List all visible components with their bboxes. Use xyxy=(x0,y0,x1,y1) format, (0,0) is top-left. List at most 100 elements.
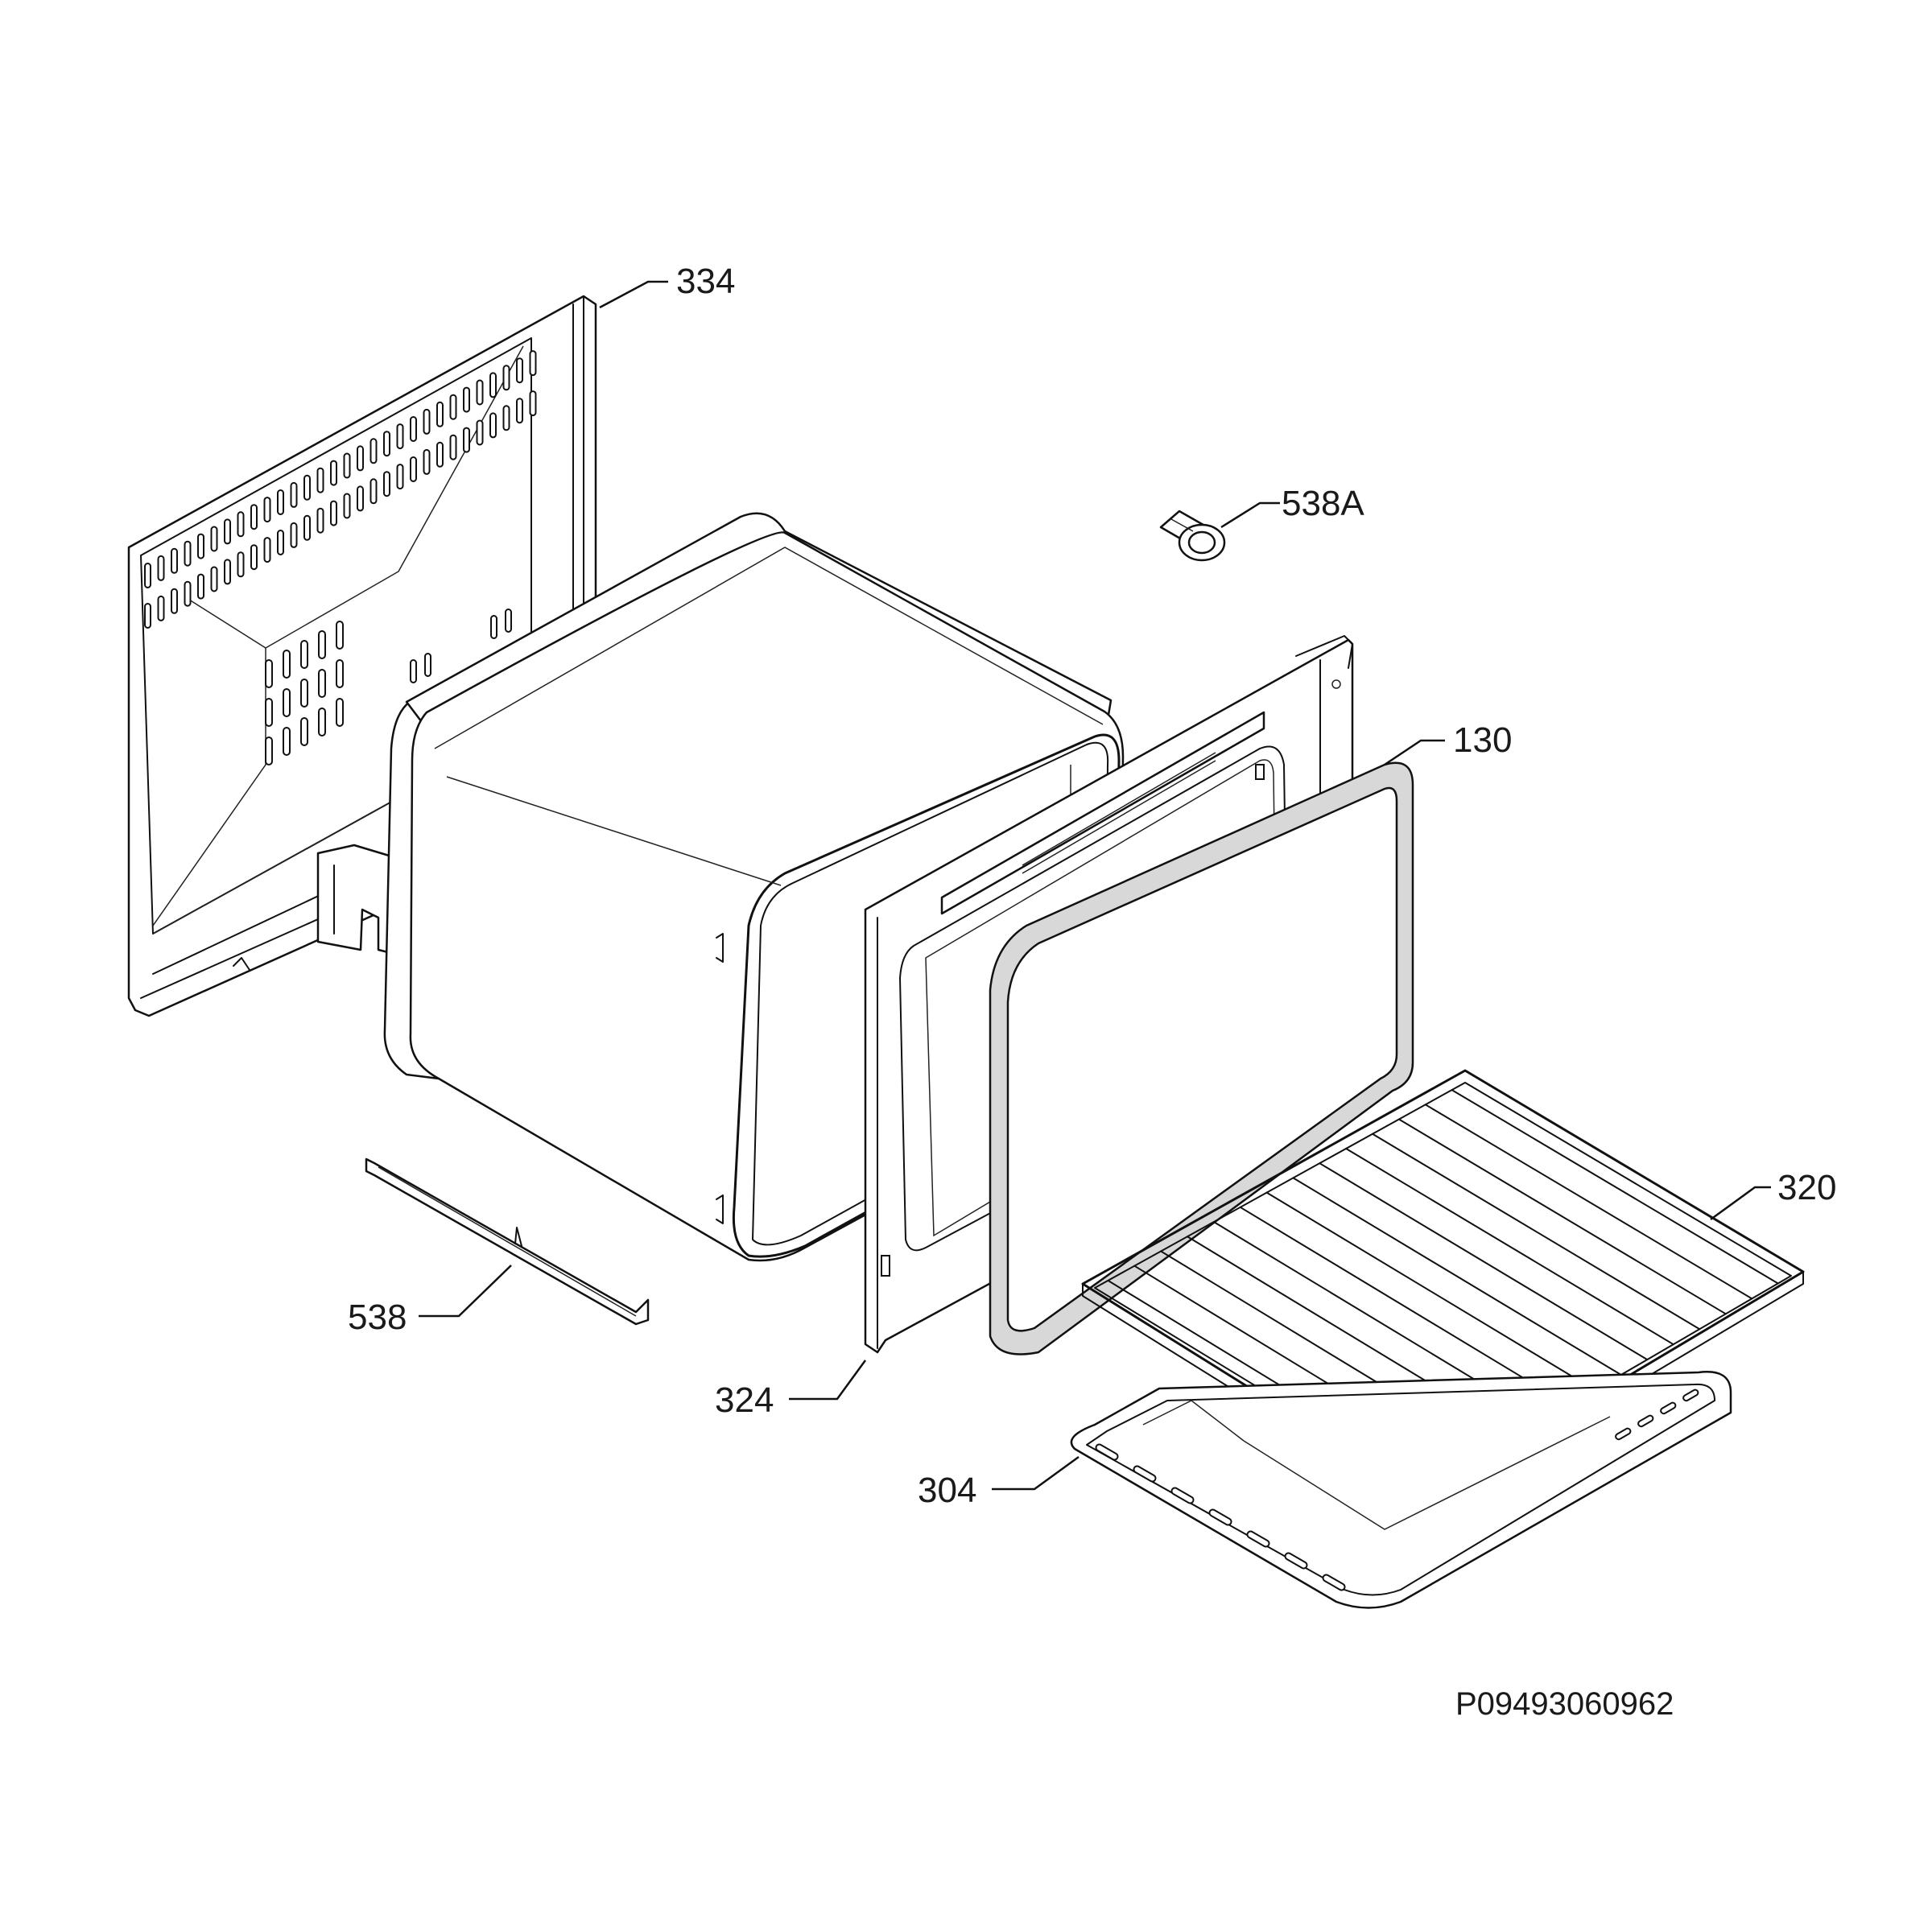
vent-slot xyxy=(171,547,178,574)
shelf-rod xyxy=(1345,1147,1674,1346)
vent-slot xyxy=(502,365,510,391)
vent-slot xyxy=(283,650,291,679)
vent-slot xyxy=(516,357,523,384)
vent-slot xyxy=(436,401,444,427)
tray-slot xyxy=(1682,1388,1699,1402)
shelf-rod xyxy=(1451,1089,1779,1285)
shelf-rod xyxy=(1372,1133,1701,1331)
label-538A: 538A xyxy=(1282,484,1364,523)
lamp-holder-538A xyxy=(1159,510,1226,562)
vent-slot xyxy=(383,471,390,497)
vent-slot xyxy=(330,460,337,486)
vent-slot xyxy=(318,630,326,659)
vent-slot xyxy=(449,434,457,460)
vent-slot xyxy=(318,669,326,698)
tray-slot xyxy=(1284,1552,1308,1570)
vent-slot xyxy=(505,609,512,633)
vent-slot xyxy=(263,497,271,523)
vent-slot xyxy=(237,551,245,578)
vent-slot xyxy=(277,489,284,515)
vent-slot xyxy=(290,481,298,508)
vent-slot xyxy=(343,493,351,519)
door-gasket-130 xyxy=(989,761,1414,1355)
leader-334 xyxy=(599,280,668,309)
vent-slot xyxy=(171,588,178,614)
label-538: 538 xyxy=(348,1298,407,1337)
shelf-rod xyxy=(1239,1206,1570,1406)
vent-slot xyxy=(489,412,497,439)
vent-slot xyxy=(263,537,271,563)
vent-slot xyxy=(436,441,444,468)
vent-slot xyxy=(396,464,404,490)
vent-slot xyxy=(210,526,218,552)
shelf-rod xyxy=(1424,1104,1753,1300)
vent-slot xyxy=(265,659,273,688)
vent-slot xyxy=(476,379,484,406)
vent-slot xyxy=(490,615,497,639)
vent-slot xyxy=(369,478,378,505)
vent-slot xyxy=(197,573,204,600)
vent-slot xyxy=(357,445,364,472)
vent-slot xyxy=(449,394,457,420)
vent-slot xyxy=(516,398,523,424)
leader-130 xyxy=(1384,739,1445,766)
vent-slot xyxy=(210,566,218,592)
vent-slot xyxy=(250,544,258,571)
vent-slot xyxy=(197,533,204,559)
leader-538 xyxy=(419,1265,512,1318)
tray-slot xyxy=(1660,1401,1677,1415)
vent-slot xyxy=(300,679,308,708)
vent-slot xyxy=(476,419,484,446)
vent-slot xyxy=(423,448,431,475)
vent-slot xyxy=(250,504,258,530)
vent-slot xyxy=(529,390,537,417)
vent-slot xyxy=(303,474,311,501)
vent-slot xyxy=(157,555,165,581)
vent-slot xyxy=(463,427,470,453)
tray-slot xyxy=(1615,1427,1632,1441)
vent-slot xyxy=(237,511,245,538)
vent-slot xyxy=(300,717,308,746)
vent-slot xyxy=(336,659,344,688)
drawing-code: P09493060962 xyxy=(1455,1686,1674,1722)
vent-slot xyxy=(224,559,231,585)
vent-slot xyxy=(343,452,351,479)
vent-slot xyxy=(330,500,337,526)
label-320: 320 xyxy=(1777,1168,1836,1207)
tray-slot xyxy=(1246,1530,1270,1548)
vent-slot xyxy=(144,603,151,629)
vent-slot xyxy=(157,595,165,621)
vent-slot xyxy=(224,518,231,545)
vent-slot xyxy=(502,405,510,431)
tray-slot xyxy=(1637,1414,1654,1428)
vent-slot xyxy=(184,580,192,607)
leader-320 xyxy=(1710,1186,1771,1221)
vent-slot xyxy=(357,485,364,512)
vent-slot xyxy=(369,438,378,464)
shelf-rod xyxy=(1265,1191,1596,1391)
vent-slot xyxy=(396,423,404,450)
vent-slot xyxy=(184,540,192,567)
tray-slot xyxy=(1095,1443,1119,1461)
vent-slot xyxy=(424,653,431,677)
vent-slot xyxy=(316,467,324,493)
vent-slot xyxy=(303,514,311,541)
shelf-rod xyxy=(1397,1118,1727,1315)
label-324: 324 xyxy=(715,1380,774,1420)
vent-slot xyxy=(318,708,326,737)
bottom-strip-538 xyxy=(365,1157,650,1326)
vent-slot xyxy=(410,659,417,683)
vent-slot xyxy=(423,408,431,435)
leader-538A xyxy=(1220,501,1280,529)
vent-slot xyxy=(265,737,273,765)
label-334: 334 xyxy=(676,262,735,301)
vent-slot xyxy=(290,522,298,548)
vent-slot xyxy=(383,431,390,457)
label-130: 130 xyxy=(1453,720,1512,760)
vent-slot xyxy=(336,698,344,727)
shelf-rod xyxy=(1319,1162,1649,1361)
tray-slot xyxy=(1208,1508,1232,1526)
vent-slot xyxy=(283,727,291,756)
vent-slot xyxy=(489,372,497,398)
